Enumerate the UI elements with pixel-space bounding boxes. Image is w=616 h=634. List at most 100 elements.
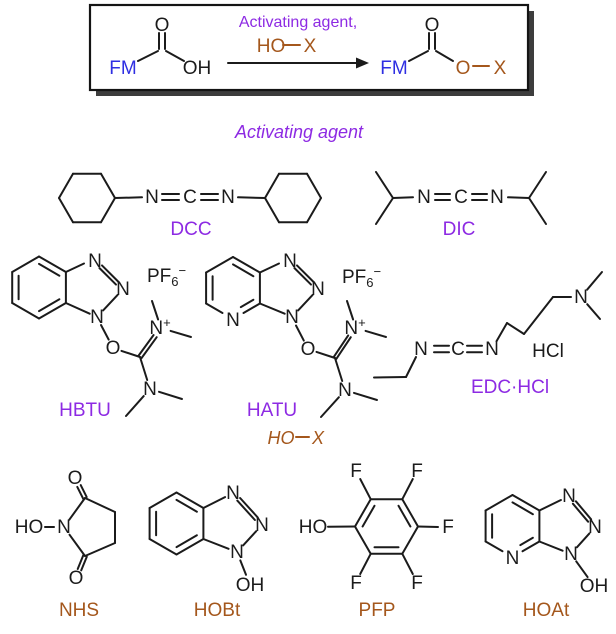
atom-label: F — [411, 573, 423, 594]
bond-line — [435, 50, 454, 62]
atom-label: O — [456, 58, 471, 79]
bond-line — [408, 50, 429, 62]
bond-line — [158, 390, 183, 400]
atom-label: N — [285, 307, 299, 328]
bond-line — [521, 540, 541, 553]
bond-line — [258, 302, 286, 315]
bond-line — [11, 302, 40, 320]
bond-line — [68, 497, 86, 521]
bond-line — [519, 536, 534, 547]
atom-label: N — [90, 307, 104, 328]
atom-label: N — [255, 515, 269, 536]
atom-label: N — [88, 251, 102, 272]
bond-line — [232, 256, 261, 274]
counterion-label: PF6− — [147, 263, 186, 289]
bond-line — [169, 329, 192, 338]
atom-label: N — [145, 187, 159, 208]
bond-line — [538, 499, 562, 512]
bond-line — [140, 336, 158, 360]
atom-label: N+ — [344, 315, 365, 339]
bond-line — [417, 525, 439, 528]
bond-line — [373, 376, 407, 379]
bond-line — [335, 336, 352, 360]
bond-line — [98, 267, 117, 286]
bond-line — [484, 540, 504, 553]
bond-line — [68, 533, 86, 557]
bond-line — [571, 502, 590, 523]
bond-line — [538, 540, 564, 552]
bond-line — [100, 324, 110, 341]
atom-label: N — [564, 544, 578, 565]
section-heading: HO — [268, 428, 295, 448]
bond-line — [239, 497, 259, 519]
bond-line — [175, 538, 205, 556]
bond-line — [528, 171, 547, 199]
bond-line — [100, 197, 116, 224]
bond-line — [202, 496, 226, 509]
bond-line — [139, 356, 149, 381]
bond-line — [353, 391, 378, 401]
atom-label: HO — [15, 517, 44, 538]
bond-line — [511, 501, 534, 516]
molecule-name-label: PFP — [359, 600, 396, 621]
bond-line — [506, 322, 525, 335]
molecule-name-label: NHS — [59, 600, 99, 621]
atom-label: N — [490, 187, 504, 208]
reaction-box — [88, 3, 530, 92]
atom-label: N — [226, 483, 240, 504]
bond-line — [175, 534, 198, 549]
bond-line — [264, 197, 280, 224]
atom-label: F — [350, 573, 362, 594]
bond-line — [296, 264, 315, 283]
bond-line — [359, 552, 372, 575]
heading-activating-agent: Activating agent — [234, 122, 364, 142]
atom-label: N — [143, 379, 157, 400]
bond-line — [293, 267, 312, 286]
atom-label: N — [506, 548, 520, 569]
hcl-label: HCl — [532, 341, 564, 362]
atom-label: OH — [580, 576, 609, 597]
atom-label: N — [417, 187, 431, 208]
bond-line — [38, 302, 67, 320]
atom-label: C — [454, 187, 468, 208]
atom-label: O — [155, 15, 170, 36]
bond-line — [575, 532, 591, 549]
bond-line — [205, 256, 234, 274]
bond-line — [401, 552, 414, 575]
atom-label: N — [338, 380, 352, 401]
bond-line — [76, 485, 85, 500]
bond-line — [511, 494, 541, 512]
arrow-condition-label: Activating agent, — [239, 14, 357, 31]
atom-label: O — [106, 338, 121, 359]
bond-line — [84, 497, 116, 513]
bond-line — [401, 498, 419, 528]
bond-line — [165, 50, 185, 62]
bond-line — [295, 324, 305, 342]
atom-label: N — [588, 517, 602, 538]
atom-label: N — [283, 251, 297, 272]
bond-line — [332, 334, 350, 359]
atom-label: N — [311, 279, 325, 300]
bond-line — [392, 196, 414, 199]
atom-label: O — [301, 339, 316, 360]
bond-line — [237, 196, 266, 199]
bond-line — [151, 300, 160, 321]
bond-line — [375, 171, 394, 199]
atom-label: N — [574, 287, 588, 308]
fm-right-label: FM — [380, 58, 407, 79]
molecule-name-label: EDC·HCl — [471, 377, 549, 398]
fm-left-label: FM — [109, 58, 136, 79]
bond-line — [148, 538, 178, 556]
bond-line — [242, 302, 261, 314]
bond-line — [315, 350, 336, 359]
atom-label: N — [562, 486, 576, 507]
bond-line — [236, 499, 256, 521]
bond-line — [258, 262, 280, 274]
bond-line — [137, 50, 159, 62]
atom-label: N — [226, 310, 240, 331]
bond-line — [58, 172, 74, 199]
atom-label: O — [425, 15, 440, 36]
